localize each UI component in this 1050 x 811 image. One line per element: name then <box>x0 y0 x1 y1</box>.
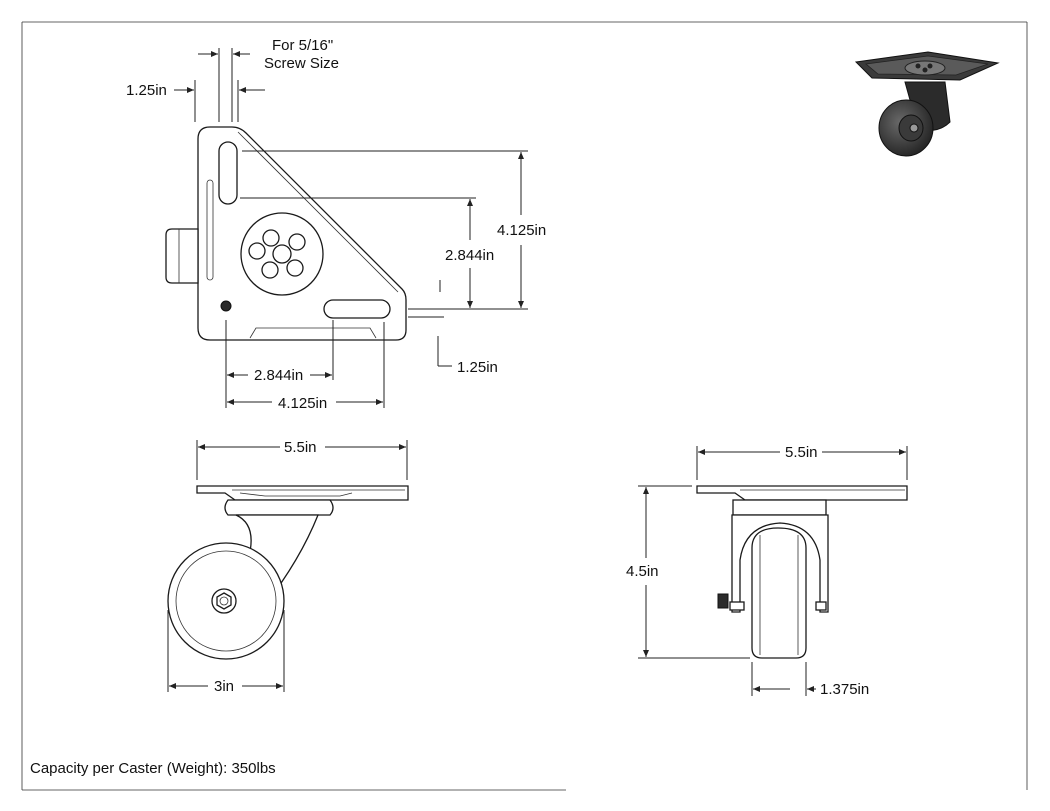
dim-wheel-diameter: 3in <box>214 678 234 695</box>
screw-note-line-1: For 5/16" <box>272 37 333 54</box>
dim-overall-height: 4.5in <box>626 563 659 580</box>
dim-wheel-width: 1.375in <box>820 681 869 698</box>
dim-front-plate-width: 5.5in <box>785 444 818 461</box>
top-view-dimensions <box>174 48 528 408</box>
side-view <box>167 485 409 660</box>
dim-width-holes: 2.844in <box>254 367 303 384</box>
dim-height-holes: 2.844in <box>445 247 494 264</box>
capacity-caption: Capacity per Caster (Weight): 350lbs <box>30 760 276 777</box>
dim-side-plate-width: 5.5in <box>284 439 317 456</box>
dim-height-full: 4.125in <box>497 222 546 239</box>
dim-slot-width-right: 1.25in <box>457 359 498 376</box>
dim-width-full: 4.125in <box>278 395 327 412</box>
dim-slot-width-top: 1.25in <box>126 82 167 99</box>
sheet-border <box>21 21 1028 791</box>
top-plate-view <box>165 126 407 341</box>
front-view-dimensions <box>638 446 908 696</box>
front-view <box>696 485 908 659</box>
side-view-dimensions <box>167 440 408 692</box>
isometric-caster-thumbnail <box>854 51 1000 157</box>
screw-note-line-2: Screw Size <box>264 55 339 72</box>
